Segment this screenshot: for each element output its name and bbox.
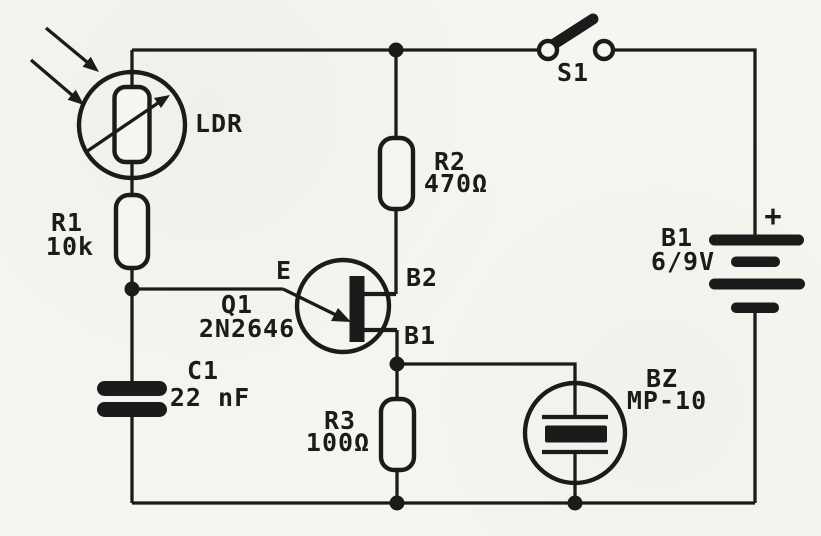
ldr-arrow-shaft [85,101,159,154]
r2-value-label: 470Ω [424,169,488,198]
s1-contact-right [592,38,616,62]
b1-polarity-label: + [764,199,781,233]
s1-lever [545,13,599,52]
b1-plate-short-1 [731,256,780,267]
bz-element-bar [545,425,607,443]
q1-base-bar [349,276,365,342]
resistor-r3: R3 100Ω [306,364,417,503]
q1-name-label: Q1 [221,290,253,319]
q1-pin-b2-label: B2 [406,263,438,292]
junction-dot-top-rail [388,42,404,58]
c1-name-label: C1 [187,356,219,385]
s1-label: S1 [557,58,589,87]
junction-dot-r3-bottom [389,495,405,511]
b1-plate-short-2 [731,302,779,313]
light-arrow-1-head [82,56,99,72]
c1-value-label: 22 nF [170,383,250,412]
light-arrow-2-head [67,89,84,105]
junction-dot-bz-bottom [567,495,583,511]
ldr-label: LDR [195,109,243,138]
q1-value-label: 2N2646 [199,314,295,343]
bz-name-label: BZ [646,364,678,393]
q1-emitter-arrowhead-icon [331,308,351,322]
bz-value-label: MP-10 [627,386,707,415]
q1-circle [294,257,392,355]
q1-emitter-shaft [282,287,337,317]
ldr-resistor-body [112,84,152,165]
s1-contact-left [536,38,560,62]
r1-body [113,192,151,271]
light-arrows-icon [29,26,99,105]
wire-top-rail-right [613,48,757,236]
ldr-arrowhead-icon [154,95,170,108]
r2-name-label: R2 [434,147,466,176]
b1-name-label: B1 [661,223,693,252]
r3-body [378,396,417,473]
r1-value-label: 10k [46,232,94,261]
r1-name-label: R1 [51,208,83,237]
wiring [130,48,757,505]
resistor-r2: R2 470Ω [377,50,488,294]
wire-buzzer-branch [397,362,577,418]
q1-pin-e-label: E [276,256,292,285]
junction-dot-b1-node [389,356,405,372]
b1-plate-long-1 [709,234,804,246]
c1-plate-bottom [97,402,167,417]
ldr-sensor: LDR [29,26,243,196]
r3-value-label: 100Ω [306,428,370,457]
light-arrow-2-shaft [29,58,74,97]
c1-plate-top [97,381,167,396]
r2-body [377,135,416,212]
b1-value-label: 6/9V [651,247,715,276]
q1-pin-b1-label: B1 [404,321,436,350]
buzzer-bz: BZ MP-10 [522,364,707,503]
capacitor-c1: C1 22 nF [97,289,250,417]
transistor-q1: E B2 B1 Q1 2N2646 [199,256,438,365]
switch-s1: S1 [536,13,616,87]
r3-name-label: R3 [324,406,356,435]
b1-plate-long-2 [709,278,805,290]
resistor-r1: R1 10k [46,192,151,290]
battery-b1: + B1 6/9V [651,199,805,313]
light-arrow-1-shaft [44,26,89,64]
ldr-circle [76,69,188,181]
